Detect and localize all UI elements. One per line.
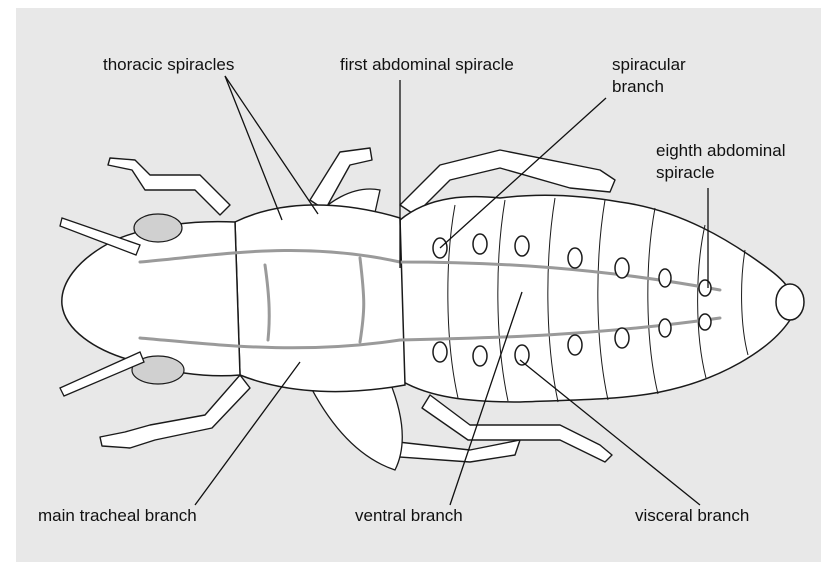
thorax	[235, 205, 405, 392]
abdomen-tip	[776, 284, 804, 320]
label-ventral-branch: ventral branch	[355, 505, 463, 527]
antenna-lower	[60, 352, 144, 396]
leader-main-tracheal	[195, 362, 300, 505]
label-spiracular-branch-line1: spiracular	[612, 54, 686, 76]
label-spiracular-branch-line2: branch	[612, 76, 686, 98]
label-first-abdominal-spiracle: first abdominal spiracle	[340, 54, 514, 76]
label-thoracic-spiracles: thoracic spiracles	[103, 54, 234, 76]
label-main-tracheal-branch: main tracheal branch	[38, 505, 197, 527]
abdomen	[400, 195, 794, 402]
front-left-leg	[108, 158, 230, 215]
head	[62, 222, 240, 376]
label-eighth-abdominal-spiracle-line2: spiracle	[656, 162, 785, 184]
label-spiracular-branch: spiracular branch	[612, 54, 686, 98]
label-eighth-abdominal-spiracle-line1: eighth abdominal	[656, 140, 785, 162]
front-right-leg	[100, 375, 250, 448]
label-eighth-abdominal-spiracle: eighth abdominal spiracle	[656, 140, 785, 184]
label-visceral-branch: visceral branch	[635, 505, 749, 527]
compound-eye-left	[134, 214, 182, 242]
